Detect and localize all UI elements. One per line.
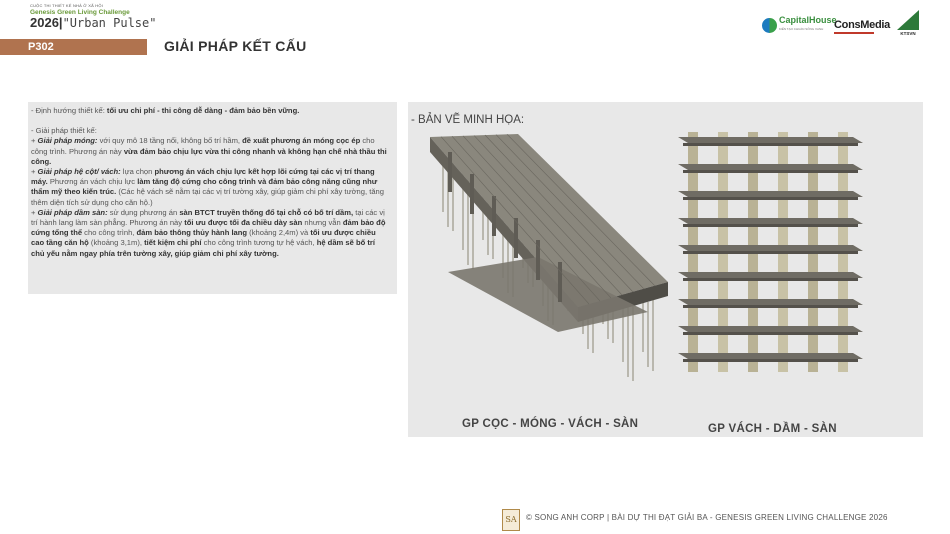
- page-code-tab: P302: [0, 39, 147, 55]
- beam-bold-4: đảm bảo thông thủy hành lang: [136, 228, 248, 238]
- slab-edge: [683, 251, 858, 254]
- illustration-panel: - BẢN VẼ MINH HỌA: GP CỌC - MÓNG - VÁCH …: [408, 102, 923, 437]
- beam-bold-5: tối ưu được chiều cao tầng căn hộ: [31, 228, 376, 248]
- slab-top: [430, 134, 668, 307]
- floor-slab: [678, 245, 863, 251]
- beam-text-7: cho công trình tương tự hệ vách,: [201, 238, 317, 248]
- slab-grid: [440, 133, 656, 305]
- foundation-text-2: cho công trình. Phương án này: [31, 136, 375, 156]
- capitalhouse-name: CapitalHouse: [779, 15, 837, 25]
- consmedia-logo: ConsMedia: [834, 19, 890, 34]
- caption-pile-foundation: GP CỌC - MÓNG - VÁCH - SÀN: [462, 418, 639, 430]
- beam-slab-solution: + Giải pháp dầm sàn: sử dụng phương án s…: [31, 208, 388, 259]
- grid-line: [462, 135, 612, 299]
- foundation-bullet: +: [31, 136, 38, 146]
- beam-bold-2: tối ưu được tối đa chiều dày sàn: [184, 218, 303, 228]
- grid-line: [440, 136, 590, 305]
- slab-edge: [683, 170, 858, 173]
- grid-line: [495, 134, 645, 290]
- design-solution-heading: - Giải pháp thiết kế:: [31, 126, 97, 136]
- beam-text-5: (khoảng 2,4m) và: [247, 228, 311, 238]
- orientation-label: - Định hướng thiết kế:: [31, 106, 107, 115]
- beam-text-1: sử dụng phương án: [107, 207, 180, 217]
- beam-bold-3: đảm bảo độ cứng tổng thể: [31, 218, 386, 238]
- beam-label: Giải pháp dầm sàn:: [37, 207, 108, 217]
- floor-slab: [678, 164, 863, 170]
- wall-segment: [536, 240, 540, 280]
- brand-small-text: CUỘC THI THIẾT KẾ NHÀ Ở XÃ HỘI: [30, 3, 103, 8]
- orientation-value: tối ưu chi phí - thi công dễ dàng - đảm …: [106, 106, 300, 115]
- page-code: P302: [28, 41, 54, 53]
- brand-separator: |: [58, 15, 63, 30]
- brand-year: 2026: [30, 15, 59, 30]
- foundation-bold-2: vừa đảm bảo chịu lực vừa thi công nhanh …: [31, 146, 387, 166]
- ktsvn-label: KTSVN: [900, 31, 916, 36]
- floor-slab: [678, 272, 863, 278]
- design-text-panel: - Định hướng thiết kế: tối ưu chi phí - …: [28, 102, 397, 294]
- illustration-heading: - BẢN VẼ MINH HỌA:: [411, 114, 525, 126]
- grid-line: [506, 133, 656, 287]
- slab-edge: [683, 143, 858, 146]
- slab-edge: [683, 305, 858, 308]
- grid-line: [473, 135, 623, 296]
- floor-slab: [678, 326, 863, 332]
- slab-edge: [683, 278, 858, 281]
- wall-segment: [492, 196, 496, 236]
- floor-slab: [678, 218, 863, 224]
- grid-line: [451, 135, 601, 302]
- wall-bold-2: làm tăng độ cứng cho công trình và đảm b…: [31, 177, 378, 197]
- ktsvn-logo: KTSVN: [897, 10, 919, 40]
- beam-text-4: cho công trình,: [82, 228, 137, 238]
- slab-edge: [683, 224, 858, 227]
- slab-edge: [683, 359, 858, 362]
- floor-slab: [678, 191, 863, 197]
- songanh-logo: SA: [502, 509, 520, 531]
- beam-bold-6: tiết kiệm chi phí: [144, 238, 202, 248]
- ktsvn-mark-icon: [897, 10, 919, 30]
- wall-text-2: Phương án vách chịu lực: [47, 177, 138, 187]
- foundation-text-1: với quy mô 18 tầng nổi, không bố trí hầm…: [97, 136, 243, 146]
- caption-wall-beam-slab: GP VÁCH - DẦM - SÀN: [708, 423, 837, 435]
- wall-text-1: lựa chọn: [120, 167, 155, 177]
- beam-text-6: (khoảng 3,1m),: [88, 238, 145, 248]
- slab-edge: [683, 332, 858, 335]
- pile-foundation-model-image: [430, 133, 668, 381]
- brand-subtitle: Genesis Green Living Challenge: [30, 9, 130, 16]
- foundation-label: Giải pháp móng:: [37, 136, 98, 146]
- brand-name: "Urban Pulse": [62, 16, 157, 30]
- floor-slab: [678, 137, 863, 143]
- brand-title: 2026|"Urban Pulse": [30, 16, 190, 30]
- slab-edge: [683, 197, 858, 200]
- foundation-bold-1: đề xuất phương án móng cọc ép: [242, 136, 361, 146]
- wall-segment: [470, 174, 474, 214]
- beam-bold-7: hệ dầm sẽ bố trí chủ yếu nằm ngay phía t…: [31, 238, 375, 258]
- wall-label: Giải pháp hệ cột/ vách:: [37, 167, 121, 177]
- wall-segment: [558, 262, 562, 302]
- wall-solution: + Giải pháp hệ cột/ vách: lựa chọn phươn…: [31, 167, 388, 208]
- foundation-solution: + Giải pháp móng: với quy mô 18 tầng nổi…: [31, 136, 388, 167]
- beam-bullet: +: [31, 207, 38, 217]
- wall-beam-slab-model-image: [678, 132, 863, 372]
- footer-text: © SONG ANH CORP | BÀI DỰ THI ĐẠT GIẢI BA…: [526, 513, 888, 522]
- floor-slab: [678, 299, 863, 305]
- beam-text-2: tại các vị trí hành lang làm sàn phẳng. …: [31, 207, 385, 228]
- wall-segment: [448, 152, 452, 192]
- grid-line: [484, 134, 634, 293]
- walls: [448, 152, 562, 302]
- beam-bold-1: sàn BTCT truyền thống đổ tại chỗ có bố t…: [179, 207, 354, 217]
- competition-brand: CUỘC THI THIẾT KẾ NHÀ Ở XÃ HỘI Genesis G…: [30, 3, 190, 30]
- wall-segment: [514, 218, 518, 258]
- capitalhouse-tagline: KIẾN TẠO CHUẨN SỐNG XANH: [779, 27, 824, 31]
- wall-text-3: (Các hệ vách sẽ nằm tại các vị trí tường…: [31, 187, 384, 207]
- page-title: GIẢI PHÁP KẾT CẤU: [164, 38, 307, 54]
- wall-bold-1: phương án vách chịu lực kết hợp lõi cứng…: [31, 167, 375, 187]
- design-orientation: - Định hướng thiết kế: tối ưu chi phí - …: [31, 106, 388, 116]
- beam-text-3: nhưng vẫn: [302, 218, 343, 228]
- capitalhouse-mark-icon: [762, 17, 777, 33]
- wall-bullet: +: [31, 167, 38, 177]
- floor-slab: [678, 353, 863, 359]
- lower-slab: [448, 257, 648, 332]
